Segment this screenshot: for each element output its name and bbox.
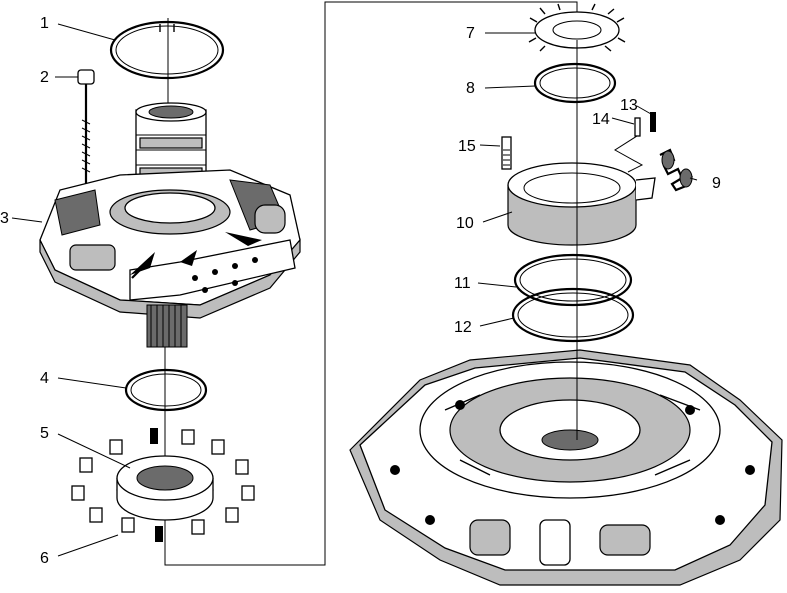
callout-6: 6	[40, 550, 49, 567]
callout-5: 5	[40, 425, 49, 442]
callout-8: 8	[466, 80, 475, 97]
callout-1: 1	[40, 15, 49, 32]
pump-body-part-3	[39, 102, 301, 348]
callout-11: 11	[454, 275, 471, 292]
callout-4: 4	[40, 370, 49, 387]
pump-cover-housing	[349, 349, 783, 586]
spring-part-9	[659, 148, 693, 192]
snap-ring-part-1	[109, 20, 225, 80]
callout-14: 14	[592, 111, 610, 128]
callout-12: 12	[454, 319, 472, 336]
ring-part-8	[533, 62, 617, 104]
bolt-part-2	[77, 69, 95, 200]
slide-ring-part-10	[507, 162, 656, 246]
callout-2: 2	[40, 69, 49, 86]
callout-10: 10	[456, 215, 474, 232]
callout-3: 3	[0, 210, 9, 227]
callout-leaders	[11, 23, 698, 557]
callout-7: 7	[466, 25, 475, 42]
seal-ring-part-11	[513, 253, 633, 307]
seal-ring-part-12	[511, 287, 635, 343]
callout-9: 9	[712, 175, 721, 192]
pin-part-15	[501, 136, 512, 170]
rotor-and-vanes-part-5-6	[71, 428, 255, 542]
callout-15: 15	[458, 138, 476, 155]
callout-13: 13	[620, 97, 638, 114]
seal-ring-part-4	[124, 368, 208, 412]
pins-part-13-14	[614, 112, 656, 173]
